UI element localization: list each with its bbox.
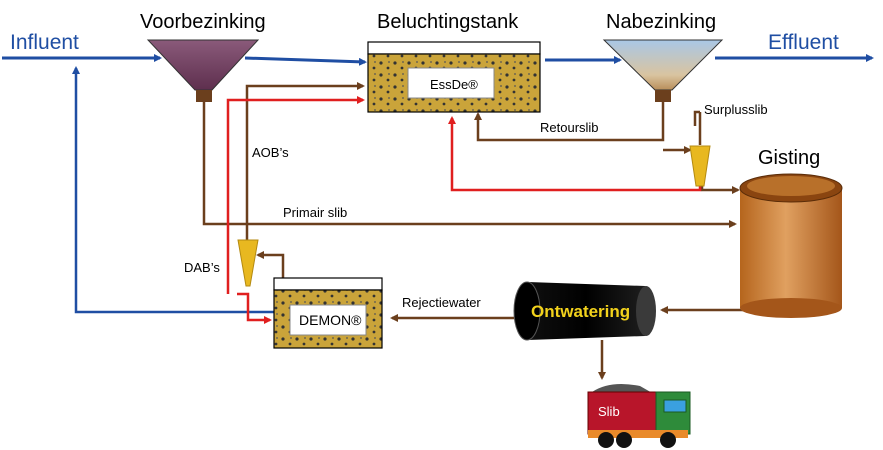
demon-label: DEMON® (299, 312, 362, 328)
slib-label: Slib (598, 404, 620, 419)
rejectiewater-label: Rejectiewater (402, 295, 481, 310)
demon-effluent-return-line (72, 66, 274, 314)
nabezinking-label: Nabezinking (606, 11, 716, 33)
essde-label: EssDe® (430, 77, 478, 92)
voorbezinking-label: Voorbezinking (140, 11, 266, 33)
sludge-lines (202, 82, 790, 380)
effluent-label: Effluent (768, 31, 839, 54)
influent-label: Influent (10, 31, 79, 54)
sludge-truck (587, 384, 691, 448)
ontwatering-unit (513, 281, 656, 341)
surplus-cyclone (689, 145, 711, 187)
nabezinking-clarifier (602, 39, 724, 102)
beluchtingstank-tank (367, 41, 541, 113)
dabs-label: DAB’s (184, 260, 220, 275)
bacteria-lines (226, 96, 702, 324)
ontwatering-label: Ontwatering (531, 302, 630, 321)
voorbezinking-clarifier (146, 39, 260, 102)
gisting-label: Gisting (758, 147, 820, 169)
dab-cyclone (237, 239, 259, 287)
retourslib-label: Retourslib (540, 120, 599, 135)
beluchtingstank-label: Beluchtingstank (377, 11, 519, 33)
gisting-digester (739, 173, 843, 318)
aobs-label: AOB’s (252, 145, 289, 160)
demon-reactor (273, 277, 383, 349)
surplusslib-label: Surplusslib (704, 102, 768, 117)
primair-slib-label: Primair slib (283, 205, 347, 220)
water-main-line (2, 54, 874, 66)
